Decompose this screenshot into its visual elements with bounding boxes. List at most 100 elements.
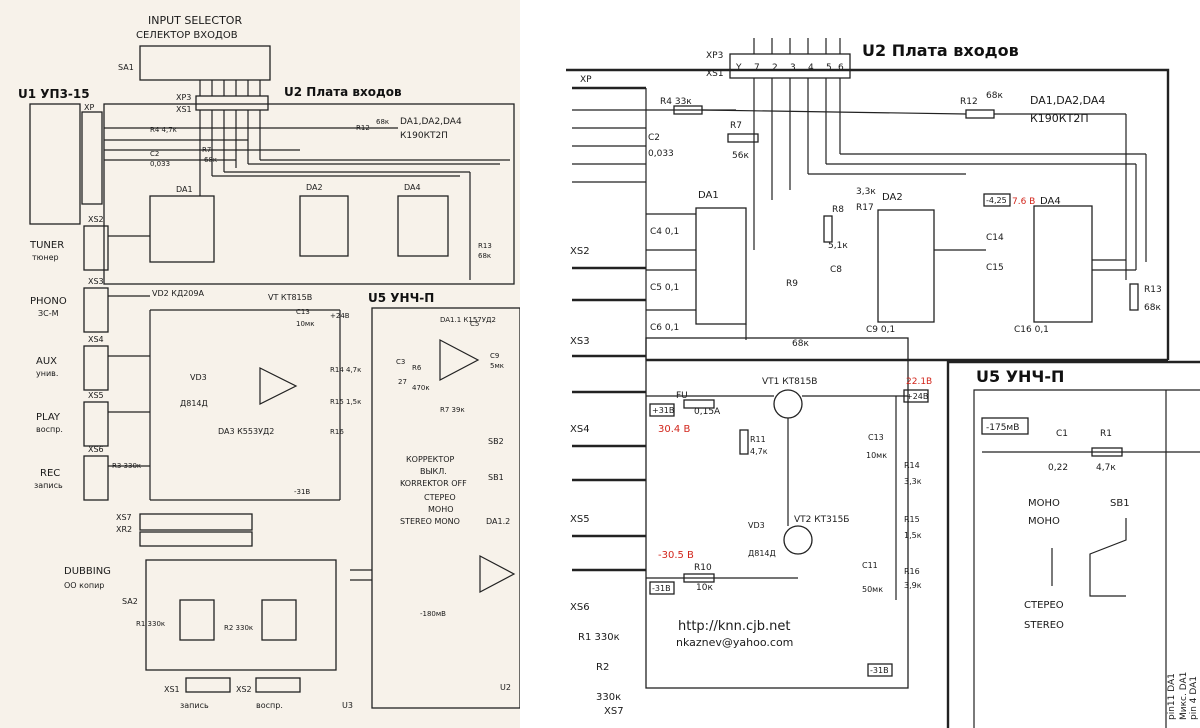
xs2-bottom-connector bbox=[255, 677, 301, 693]
u2-bottom-left: U2 bbox=[500, 683, 511, 692]
r2-right: R2 bbox=[596, 662, 609, 673]
vd3-left: VD3 bbox=[190, 373, 207, 382]
sa2-label: SA2 bbox=[122, 597, 138, 606]
da1-chip-left bbox=[149, 195, 215, 263]
r4-right: R4 33к bbox=[660, 97, 692, 107]
svg-text:REC: REC bbox=[40, 468, 60, 479]
r12v-right: 68к bbox=[986, 91, 1003, 101]
xp3-left: XP3 bbox=[176, 93, 191, 102]
r10-right: R10 bbox=[694, 563, 712, 573]
m31b-box bbox=[867, 663, 893, 677]
xs4-block-left bbox=[83, 345, 109, 391]
r9-right: R9 bbox=[786, 279, 798, 289]
xs7-left: XS7 bbox=[116, 513, 132, 522]
xs2-bottom-left: XS2 bbox=[236, 685, 252, 694]
r16-left: R16 bbox=[330, 428, 344, 436]
c2-right: C2 bbox=[648, 133, 660, 143]
c4-right: C4 0,1 bbox=[650, 227, 679, 237]
xs6-right: XS6 bbox=[570, 602, 590, 613]
c13-right: C13 bbox=[868, 433, 884, 442]
c16-right: C16 0,1 bbox=[1014, 325, 1049, 335]
sb2-left: SB2 bbox=[488, 437, 504, 446]
r7-39k-left: R7 39к bbox=[440, 406, 465, 414]
da1-label-right: DA1 bbox=[698, 190, 719, 201]
xs4-right: XS4 bbox=[570, 424, 590, 435]
input-play: PLAY воспр. XS5 bbox=[36, 391, 104, 434]
sa2-switch-block bbox=[145, 559, 337, 671]
svg-text:Y: Y bbox=[735, 63, 742, 73]
c9-left: C9 bbox=[490, 352, 499, 360]
xp-connector-left bbox=[81, 111, 103, 205]
c13v-left: 10мк bbox=[296, 320, 314, 328]
svg-text:воспр.: воспр. bbox=[36, 425, 63, 434]
vt1-transistor bbox=[773, 389, 803, 419]
voltage-30-4v: 30.4 В bbox=[658, 424, 690, 435]
input-tuner: TUNER тюнер XS2 bbox=[29, 215, 104, 262]
right-schematic-redraw: XP3 XS1 Y 7 2 3 4 5 6 U2 Плата входов DA… bbox=[566, 0, 1200, 728]
m31-right: -31В bbox=[652, 584, 671, 593]
r8-resistor bbox=[823, 215, 833, 243]
svg-text:XS5: XS5 bbox=[88, 391, 104, 400]
da2-label-left: DA2 bbox=[306, 183, 323, 192]
da1-chip-right bbox=[695, 207, 747, 325]
p24-right: +24В bbox=[906, 392, 928, 401]
power-supply-block bbox=[645, 337, 909, 689]
left-schematic-drawing: INPUT SELECTOR СЕЛЕКТОР ВХОДОВ SA1 U1 УП… bbox=[18, 14, 520, 710]
fuv-right: 0,15А bbox=[694, 407, 721, 417]
svg-text:3: 3 bbox=[790, 63, 796, 73]
c14-right: C14 bbox=[986, 233, 1004, 243]
c13-left: C13 bbox=[296, 308, 310, 316]
r16-right: R16 bbox=[904, 567, 920, 576]
r1v-u5-right: 4,7к bbox=[1096, 463, 1116, 473]
svg-text:Микс. DA1: Микс. DA1 bbox=[1179, 672, 1189, 720]
svg-text:AUX: AUX bbox=[36, 356, 57, 367]
author-url: http://knn.cjb.net bbox=[678, 619, 790, 634]
m31-left: -31В bbox=[294, 488, 310, 496]
voltage-22-1v: 22.1В bbox=[906, 377, 932, 387]
u2-title-right: U2 Плата входов bbox=[862, 41, 1019, 60]
c2-left: C2 bbox=[150, 150, 159, 158]
m180-left: -180мВ bbox=[420, 610, 446, 618]
r7-right: R7 bbox=[730, 121, 742, 131]
xs1-bottom-left: XS1 bbox=[164, 685, 180, 694]
r14-left: R14 4,7к bbox=[330, 366, 361, 374]
p31-right: +31В bbox=[652, 406, 674, 415]
m425-right: -4,25 bbox=[986, 196, 1007, 205]
da2-chip-right bbox=[877, 209, 935, 323]
voltage-7-6v: 7.6 В bbox=[1012, 197, 1035, 207]
da-chips-left: DA1,DA2,DA4 bbox=[400, 117, 462, 127]
svg-text:XS4: XS4 bbox=[88, 335, 104, 344]
r12v-left: 68к bbox=[376, 118, 389, 126]
sb1-left: SB1 bbox=[488, 473, 504, 482]
r14-right: R14 bbox=[904, 461, 920, 470]
r10v-right: 10к bbox=[696, 583, 713, 593]
r2-330k-left: R2 330к bbox=[224, 624, 253, 632]
u5-title-left: U5 УНЧ-П bbox=[368, 291, 434, 305]
r15v-right: 1,5к bbox=[904, 531, 922, 540]
c2v-left: 0,033 bbox=[150, 160, 170, 168]
m175-right: -175мВ bbox=[986, 423, 1019, 433]
r14v-right: 3,3к bbox=[904, 477, 922, 486]
r17-right: R17 bbox=[856, 203, 874, 213]
d814-left: Д814Д bbox=[180, 399, 208, 408]
u5-board-left bbox=[371, 307, 520, 709]
stereo-mono-left: STEREO MONO bbox=[400, 517, 460, 526]
da2-label-right: DA2 bbox=[882, 192, 903, 203]
xp3-right: XP3 bbox=[706, 51, 723, 61]
svg-text:7: 7 bbox=[754, 63, 760, 73]
r6v-left: 470к bbox=[412, 384, 430, 392]
r2v-right: 330к bbox=[596, 692, 621, 703]
c1v-right: 0,22 bbox=[1048, 463, 1068, 473]
xs6-block-left bbox=[83, 455, 109, 501]
svg-text:XS3: XS3 bbox=[88, 277, 104, 286]
mono-en-right: MOHO bbox=[1028, 516, 1060, 527]
svg-text:TUNER: TUNER bbox=[29, 240, 64, 251]
c13v-right: 10мк bbox=[866, 451, 887, 460]
svg-text:XS6: XS6 bbox=[88, 445, 104, 454]
c8-right: C8 bbox=[830, 265, 842, 275]
vt-kt815-left: VT КТ815В bbox=[268, 293, 312, 302]
dubbing-label: DUBBING bbox=[64, 566, 111, 577]
svg-text:унив.: унив. bbox=[36, 369, 58, 378]
input-pins-right bbox=[572, 266, 646, 572]
da2-chip-left bbox=[299, 195, 349, 257]
